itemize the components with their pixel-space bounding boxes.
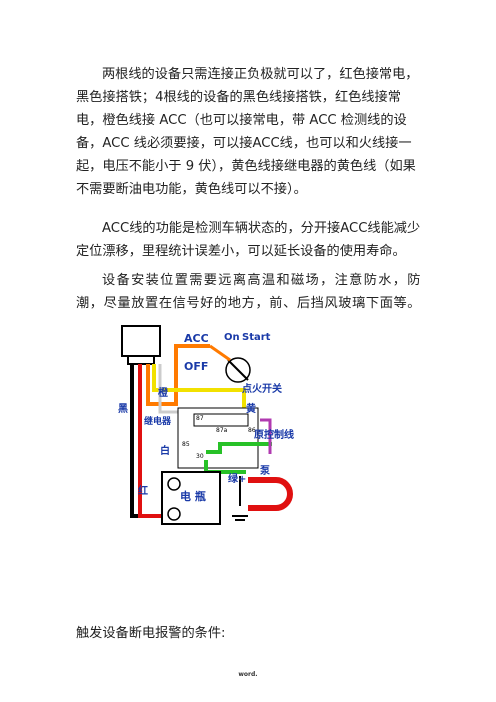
label-acc: ACC	[184, 332, 209, 345]
label-pump: 泵	[260, 465, 271, 477]
label-orange: 橙	[158, 386, 169, 399]
label-yellow: 黄	[246, 402, 256, 415]
green-wire	[206, 442, 272, 454]
label-plus: +	[238, 474, 246, 485]
original-control-wire	[260, 418, 272, 454]
device-connector	[127, 355, 155, 365]
label-ignition-switch: 点火开关	[242, 382, 282, 395]
page-footer: word.	[238, 671, 258, 678]
paragraph-acc: ACC线的功能是检测车辆状态的，分开接ACC线能减少定位漂移，里程统计误差小，可…	[76, 217, 421, 263]
paragraph-2: ACC线的功能是检测车辆状态的，分开接ACC线能减少定位漂移，里程统计误差小，可…	[76, 221, 421, 259]
wiring-diagram: ACC On Start OFF 橙 点火开关 黑 继电器 黄 87 87a 8…	[118, 325, 294, 525]
orange-wire	[146, 344, 210, 406]
label-battery: 电 瓶	[180, 489, 206, 503]
label-pin-87: 87	[196, 415, 204, 422]
red-wire	[138, 364, 162, 518]
section-heading: 触发设备断电报警的条件:	[76, 626, 226, 641]
yellow-wire	[152, 364, 246, 408]
label-on: On	[224, 332, 240, 343]
label-red: 红	[138, 484, 148, 497]
label-pin-87a: 87a	[216, 427, 228, 434]
paragraph-install: 设备安装位置需要远离高温和磁场，注意防水，防潮，尽量放置在信号好的地方，前、后挡…	[76, 269, 421, 315]
relay-icon	[177, 407, 259, 469]
label-white: 白	[160, 444, 170, 457]
paragraph-1: 两根线的设备只需连接正负极就可以了，红色接常电，黑色接搭铁；4根线的设备的黑色线…	[76, 67, 419, 197]
white-wire	[158, 364, 180, 414]
pump-icon	[248, 477, 293, 511]
paragraph-wiring: 两根线的设备只需连接正负极就可以了，红色接常电，黑色接搭铁；4根线的设备的黑色线…	[76, 63, 421, 201]
label-pin-30: 30	[196, 453, 204, 460]
gps-device-icon	[121, 325, 161, 357]
label-off: OFF	[184, 360, 208, 373]
paragraph-3: 设备安装位置需要远离高温和磁场，注意防水，防潮，尽量放置在信号好的地方，前、后挡…	[76, 273, 421, 311]
label-pin-85: 85	[182, 441, 190, 448]
label-relay: 继电器	[144, 415, 172, 427]
label-black: 黑	[118, 403, 128, 415]
label-pin-86: 86	[248, 427, 256, 434]
label-original-control-wire: 原控制线	[254, 428, 294, 441]
label-start: Start	[242, 332, 271, 343]
label-green: 绿	[228, 472, 239, 485]
